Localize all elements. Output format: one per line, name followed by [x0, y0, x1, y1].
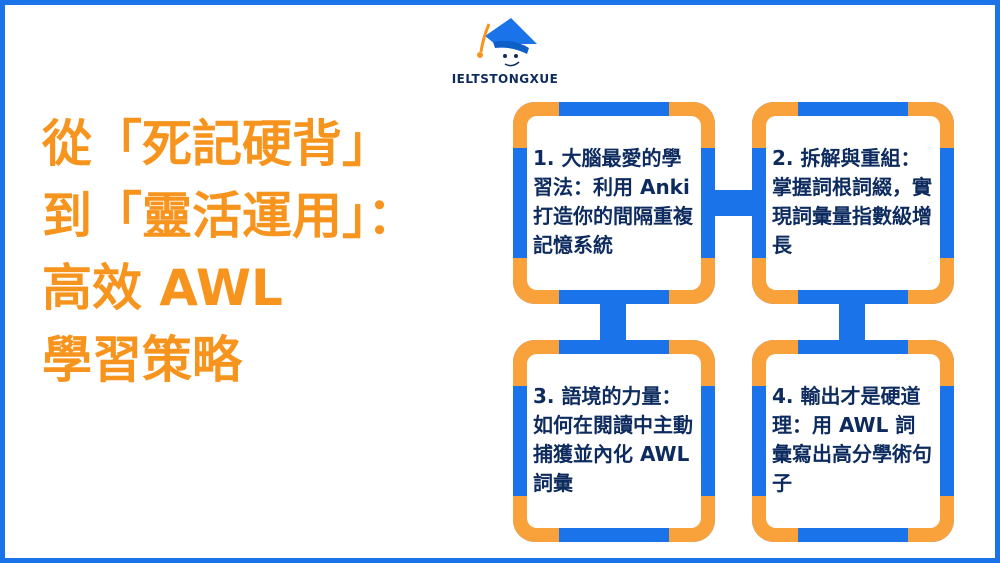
logo-text: IELTSTONGXUE [451, 72, 559, 86]
title-line: 到「靈活運用」： [42, 187, 417, 245]
connector-2-4 [839, 300, 865, 344]
step-text: 4. 輸出才是硬道理：用 AWL 詞彙寫出高分學術句子 [766, 354, 940, 528]
step-card-2: 2. 拆解與重組：掌握詞根詞綴，實現詞彙量指數級增長 [752, 102, 954, 304]
step-text: 3. 語境的力量：如何在閱讀中主動捕獲並內化 AWL 詞彙 [527, 354, 701, 528]
step-text: 1. 大腦最愛的學習法：利用 Anki 打造你的間隔重複記憶系統 [527, 116, 701, 290]
title-line: 學習策略 [42, 331, 242, 389]
connector-1-3 [600, 300, 626, 344]
title-line: 高效 AWL [42, 259, 283, 317]
step-card-3: 3. 語境的力量：如何在閱讀中主動捕獲並內化 AWL 詞彙 [513, 340, 715, 542]
step-card-4: 4. 輸出才是硬道理：用 AWL 詞彙寫出高分學術句子 [752, 340, 954, 542]
step-text: 2. 拆解與重組：掌握詞根詞綴，實現詞彙量指數級增長 [766, 116, 940, 290]
page-title: 從「死記硬背」 到「靈活運用」： 高效 AWL 學習策略 [42, 108, 502, 396]
step-card-1: 1. 大腦最愛的學習法：利用 Anki 打造你的間隔重複記憶系統 [513, 102, 715, 304]
logo: IELTSTONGXUE [440, 14, 570, 90]
title-line: 從「死記硬背」 [42, 115, 392, 173]
graduation-cap-mascot-icon [477, 18, 537, 67]
connector-1-2 [710, 190, 758, 216]
